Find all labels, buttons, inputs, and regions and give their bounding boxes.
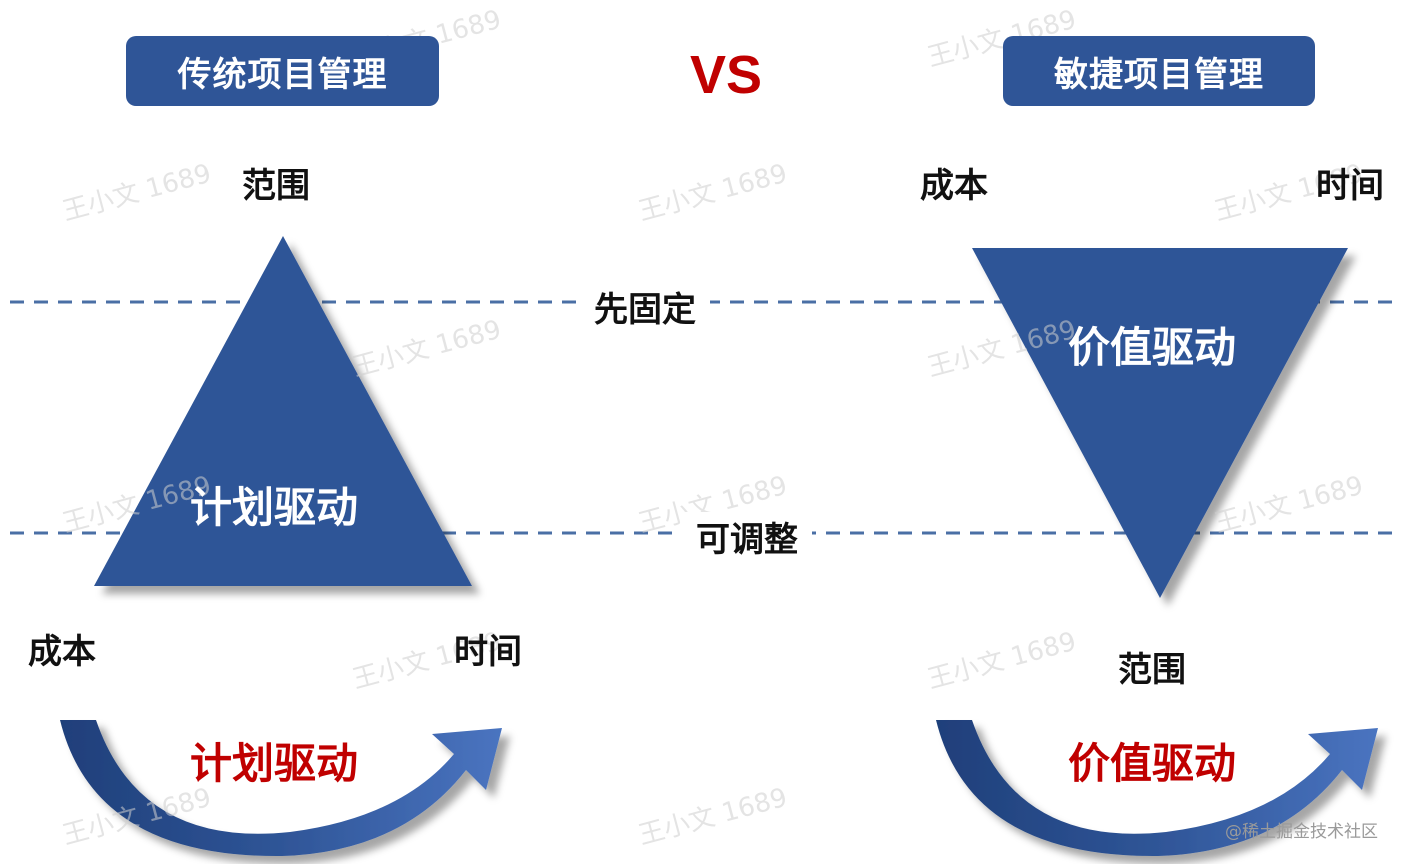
traditional-scope-label: 范围 (242, 166, 310, 206)
agile-arrow-label: 价值驱动 (1068, 739, 1237, 788)
vs-label: VS (690, 45, 763, 105)
agile-cost-label: 成本 (920, 166, 988, 206)
traditional-curved-arrow (60, 720, 502, 857)
traditional-cost-label: 成本 (28, 632, 96, 672)
agile-scope-label: 范围 (1118, 650, 1186, 690)
traditional-header: 传统项目管理 (126, 36, 439, 106)
traditional-time-label: 时间 (454, 632, 522, 672)
agile-header: 敏捷项目管理 (1003, 36, 1315, 106)
traditional-arrow-label: 计划驱动 (190, 739, 359, 788)
fixed-label: 先固定 (580, 282, 710, 331)
agile-time-label: 时间 (1316, 166, 1384, 206)
agile-inverted-triangle (972, 248, 1348, 598)
agile-triangle-label: 价值驱动 (1068, 323, 1237, 372)
traditional-triangle-label: 计划驱动 (190, 483, 359, 532)
traditional-triangle (94, 236, 472, 586)
source-credit: @稀土掘金技术社区 (1225, 822, 1378, 842)
adjustable-label: 可调整 (682, 512, 812, 561)
agile-curved-arrow (936, 720, 1378, 857)
